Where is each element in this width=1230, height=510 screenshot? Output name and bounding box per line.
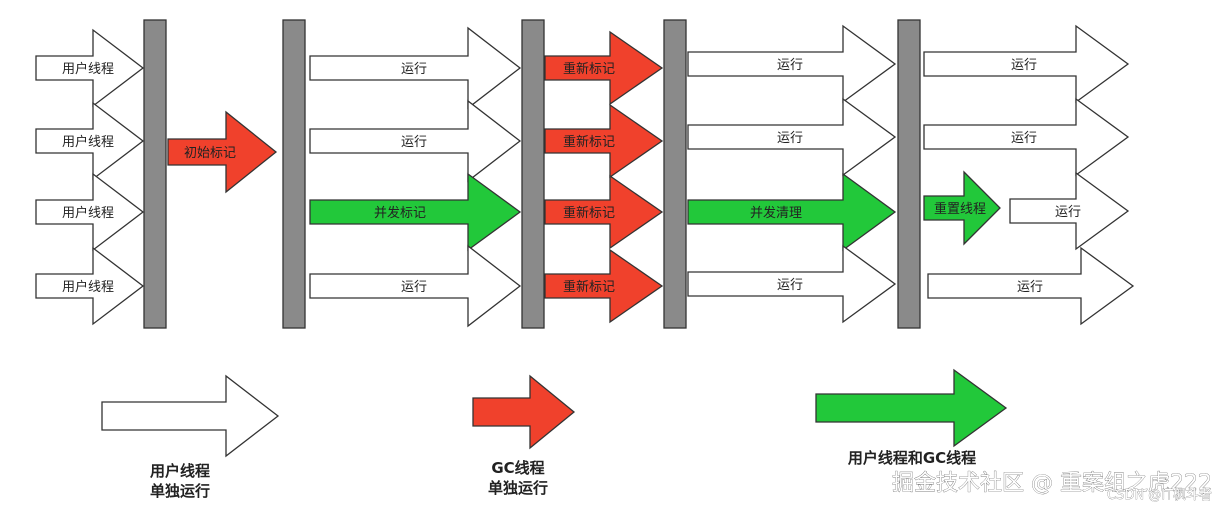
legend-both-line1: 用户线程和GC线程	[848, 449, 976, 467]
arrow-run	[687, 244, 897, 324]
watermark-sub: CSDN @IT枫斗者	[1107, 488, 1212, 503]
label-user-thread: 用户线程	[62, 134, 114, 150]
arrow-user-thread	[35, 28, 145, 108]
label-initial-mark: 初始标记	[184, 146, 236, 161]
label-run: 运行	[777, 131, 803, 146]
stop-bar	[143, 19, 167, 329]
labels-layer: 用户线程用户线程用户线程用户线程初始标记运行运行并发标记运行重新标记重新标记重新…	[62, 58, 1081, 295]
label-reset-thread: 重置线程	[934, 201, 986, 217]
arrows-layer	[35, 24, 1135, 458]
legend-gc-line1: GC线程	[491, 459, 544, 477]
legend-arrow-both	[815, 368, 1008, 448]
label-user-thread: 用户线程	[62, 205, 114, 221]
arrow-run	[687, 97, 897, 177]
arrow-concurrent-clean	[687, 172, 897, 252]
arrow-run	[687, 24, 897, 104]
label-run: 运行	[401, 280, 427, 295]
legend-user-line1: 用户线程	[150, 462, 210, 480]
arrow-user-thread	[35, 101, 145, 181]
label-user-thread: 用户线程	[62, 279, 114, 295]
arrow-concurrent-mark	[309, 172, 522, 252]
arrow-user-thread	[35, 246, 145, 326]
arrow-user-thread	[35, 172, 145, 252]
stop-bars-layer	[143, 19, 921, 329]
arrow-remark	[544, 30, 664, 106]
arrow-remark	[544, 103, 664, 179]
label-remark: 重新标记	[563, 279, 615, 295]
arrow-run	[309, 26, 522, 110]
legend-arrow-gc	[472, 374, 576, 450]
stop-bar	[897, 19, 921, 329]
stop-bar	[282, 19, 306, 329]
label-user-thread: 用户线程	[62, 61, 114, 77]
arrow-remark	[544, 174, 664, 250]
label-run: 运行	[401, 135, 427, 150]
legend-arrow-user	[101, 374, 280, 458]
stop-bar	[521, 19, 545, 329]
label-remark: 重新标记	[563, 61, 615, 77]
label-run: 运行	[1011, 58, 1037, 73]
label-run: 运行	[1055, 205, 1081, 220]
label-remark: 重新标记	[563, 205, 615, 221]
label-run: 运行	[1011, 131, 1037, 146]
legend-user-line2: 单独运行	[150, 482, 210, 500]
arrow-run	[1009, 171, 1130, 251]
arrow-run	[309, 244, 522, 328]
arrow-run	[309, 99, 522, 183]
label-run: 运行	[777, 278, 803, 293]
label-run: 运行	[777, 58, 803, 73]
arrow-run	[927, 246, 1135, 326]
label-run: 运行	[401, 62, 427, 77]
arrow-remark	[544, 248, 664, 324]
label-run: 运行	[1017, 280, 1043, 295]
arrow-initial-mark	[167, 110, 278, 194]
label-remark: 重新标记	[563, 134, 615, 150]
label-concurrent-clean: 并发清理	[750, 205, 802, 221]
watermark-main: 掘金技术社区 @ 重案组之虎222	[892, 471, 1212, 496]
legend-gc-line2: 单独运行	[488, 479, 548, 497]
stop-bar	[663, 19, 687, 329]
label-concurrent-mark: 并发标记	[374, 205, 426, 221]
arrow-run	[923, 97, 1130, 177]
arrow-reset-thread	[923, 170, 1001, 246]
arrow-run	[923, 24, 1130, 104]
